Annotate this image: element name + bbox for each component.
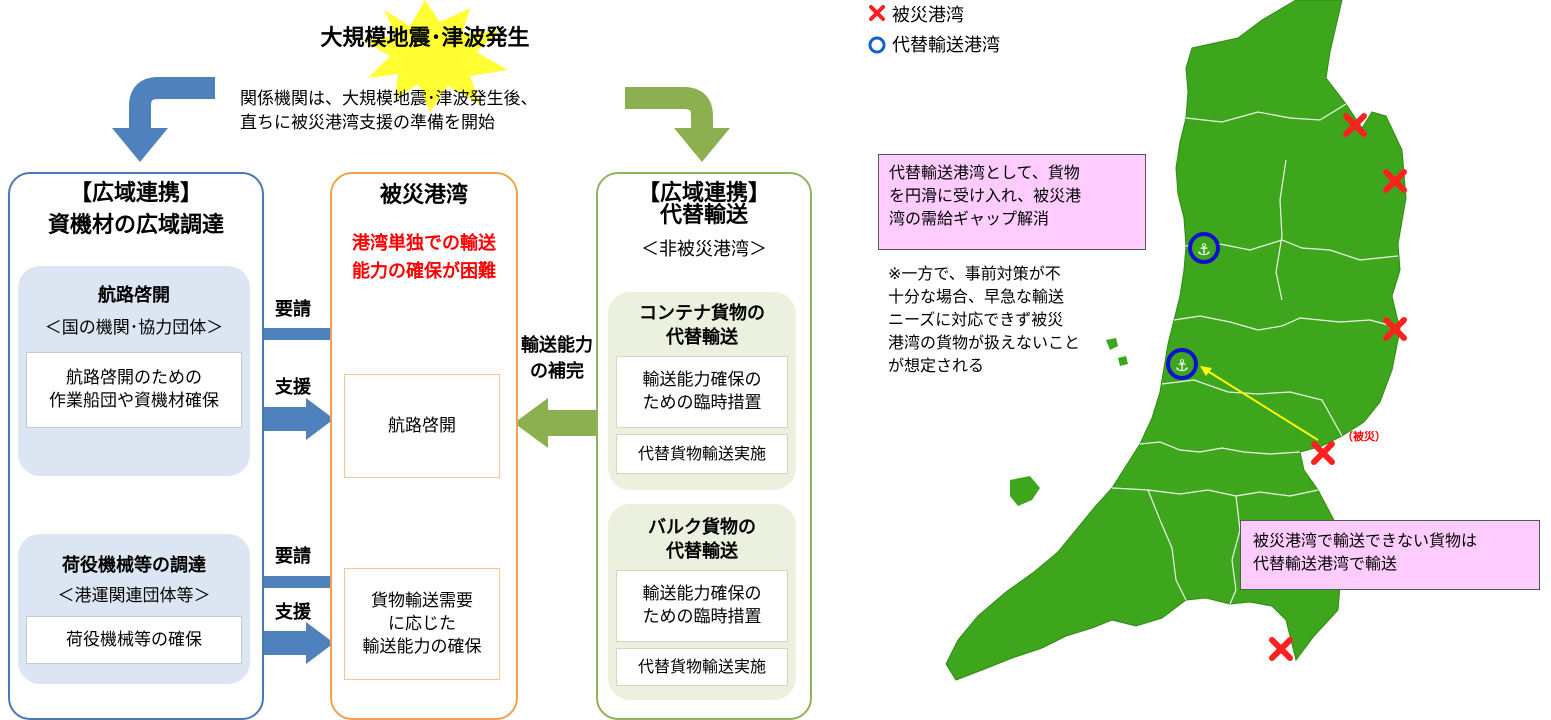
prefecture-borders (1111, 103, 1399, 605)
legend-alternative-label: 代替輸送港湾 (892, 35, 1000, 56)
left-panel-title-1: 【広域連携】 (69, 181, 202, 206)
intro-line-2: 直ちに被災港湾支援の準備を開始 (240, 113, 495, 133)
legend-damaged-icon (869, 5, 885, 21)
request-label-2: 要請 (275, 546, 311, 567)
alternative-port-marker-2: ⚓ (1166, 348, 1198, 380)
container-detail-2: ための臨時措置 (642, 393, 762, 413)
transport-capacity-box: 貨物輸送需要 に応じた 輸送能力の確保 (344, 568, 500, 680)
map-island-3 (1118, 356, 1128, 366)
channel-clearing-org: ＜国の機関･協力団体＞ (44, 317, 224, 338)
note3-line-2: 代替輸送港湾で輸送 (1253, 554, 1398, 573)
note3-line-1: 被災港湾で輸送できない貨物は (1253, 531, 1478, 550)
center-panel-title: 被災港湾 (379, 183, 468, 208)
cargo-handling-org: ＜港運関連団体等＞ (57, 585, 211, 606)
svg-text:⚓: ⚓ (1175, 356, 1189, 375)
curved-arrow-left (112, 77, 215, 162)
note2-line-4: 港湾の貨物が扱えないこと (888, 333, 1081, 352)
map-island-1 (1010, 476, 1040, 506)
burst-shape (362, 0, 508, 112)
curved-arrow-right (625, 87, 730, 162)
damaged-port-marker-4 (1311, 441, 1335, 465)
note2-line-1: ※一方で、事前対策が不 (888, 264, 1061, 283)
bulk-action: 代替貨物輸送実施 (616, 648, 788, 686)
cargo-handling-detail: 荷役機械等の確保 (26, 616, 242, 664)
request-label-1: 要請 (275, 299, 311, 320)
container-action: 代替貨物輸送実施 (616, 434, 788, 474)
damaged-tag: （被災） (1342, 430, 1386, 443)
note1-line-1: 代替輸送港湾として、貨物 (889, 163, 1080, 182)
note2-line-3: ニーズに対応できず被災 (888, 310, 1064, 329)
transport-capacity-line-2: に応じた (388, 613, 456, 634)
note2-line-2: 十分な場合、早急な輸送 (888, 287, 1065, 306)
alert-line-2: 能力の確保が困難 (352, 261, 496, 282)
support-label-1: 支援 (275, 377, 311, 398)
channel-clearing-detail-2: 作業船団や資機材確保 (49, 391, 219, 411)
note1-line-2: を円滑に受け入れ、被災港 (889, 186, 1082, 205)
channel-clearing-detail-1: 航路啓開のための (66, 368, 202, 388)
svg-text:⚓: ⚓ (1197, 240, 1211, 259)
channel-clearing-detail: 航路啓開のための 作業船団や資機材確保 (26, 352, 242, 428)
support-label-2: 支援 (275, 602, 311, 623)
legend-alternative-icon (868, 36, 886, 54)
intro-line-1: 関係機関は、大規模地震･津波発生後、 (240, 89, 538, 109)
bulk-detail: 輸送能力確保の ための臨時措置 (616, 570, 788, 642)
container-detail: 輸送能力確保の ための臨時措置 (616, 356, 788, 428)
bulk-detail-1: 輸送能力確保の (642, 584, 762, 604)
legend-damaged-label: 被災港湾 (892, 5, 964, 26)
transfer-line (1200, 366, 1319, 441)
alternative-port-marker-1: ⚓ (1188, 232, 1220, 264)
damaged-port-marker-2 (1383, 169, 1407, 193)
note2-line-5: が想定される (888, 356, 985, 375)
bulk-detail-2: ための臨時措置 (642, 607, 762, 627)
burst-title: 大規模地震･津波発生 (320, 26, 530, 51)
transport-capacity-line-3: 輸送能力の確保 (362, 636, 482, 657)
right-panel-title-2: 代替輸送 (659, 203, 748, 228)
supplement-label-2: の補完 (530, 361, 584, 382)
supplement-label-1: 輸送能力 (521, 335, 593, 356)
note-caution: ※一方で、事前対策が不 十分な場合、早急な輸送 ニーズに対応できず被災 港湾の貨… (888, 262, 1148, 377)
right-panel-subtitle: ＜非被災港湾＞ (641, 239, 767, 260)
container-heading-1: コンテナ貨物の (639, 303, 765, 324)
bulk-heading-2: 代替輸送 (666, 541, 738, 562)
left-panel-title-2: 資機材の広域調達 (47, 213, 224, 238)
damaged-port-marker-3 (1383, 317, 1407, 341)
transport-capacity-line-1: 貨物輸送需要 (371, 590, 473, 611)
channel-clearing-heading: 航路啓開 (98, 285, 170, 306)
damaged-port-marker-5 (1269, 637, 1293, 661)
bulk-heading-1: バルク貨物の (648, 517, 756, 538)
container-detail-1: 輸送能力確保の (642, 370, 762, 390)
damaged-port-marker-1 (1343, 113, 1367, 137)
channel-clearing-box: 航路啓開 (344, 374, 500, 478)
map-island-2 (1106, 338, 1118, 350)
cargo-handling-heading: 荷役機械等の調達 (62, 555, 206, 576)
note-box-cargo-transfer: 被災港湾で輸送できない貨物は 代替輸送港湾で輸送 (1240, 520, 1540, 590)
note-box-alternative-port: 代替輸送港湾として、貨物 を円滑に受け入れ、被災港 湾の需給ギャップ解消 (878, 154, 1146, 250)
container-heading-2: 代替輸送 (666, 327, 738, 348)
alert-line-1: 港湾単独での輸送 (352, 233, 496, 254)
note1-line-3: 湾の需給ギャップ解消 (889, 209, 1050, 228)
right-panel-title-1: 【広域連携】 (637, 181, 770, 206)
